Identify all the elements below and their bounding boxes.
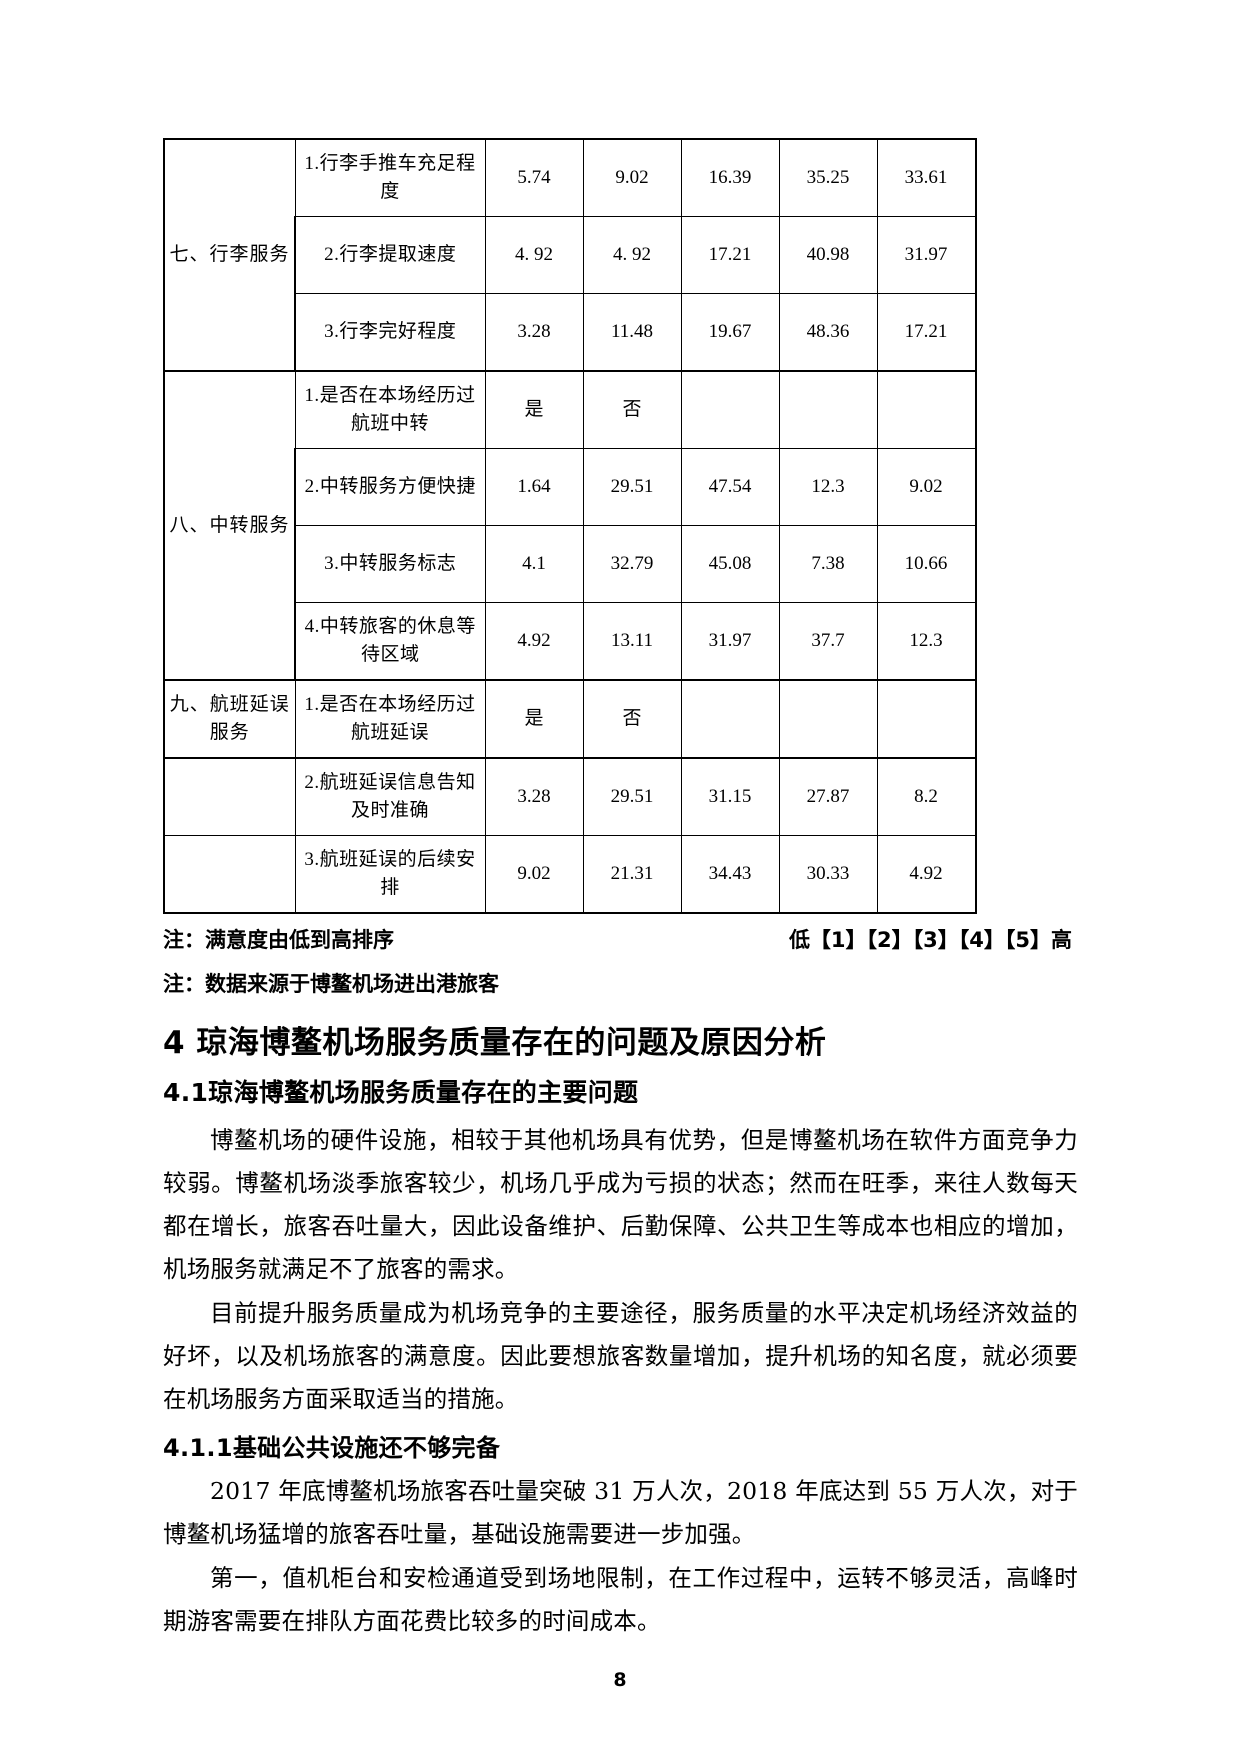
table-cell-item: 1.是否在本场经历过航班延误 xyxy=(294,679,486,759)
table-cell-value: 45.08 xyxy=(680,525,780,603)
heading-section-4-1-1: 4.1.1基础公共设施还不够完备 xyxy=(163,1433,501,1462)
table-cell-category-empty xyxy=(163,835,296,914)
table-cell-value: 35.25 xyxy=(778,138,878,217)
table-cell-value: 32.79 xyxy=(582,525,682,603)
table-cell-value: 29.51 xyxy=(582,757,682,836)
table-cell-item: 2.行李提取速度 xyxy=(294,216,486,294)
note-row-1: 注：满意度由低到高排序 低【1】【2】【3】【4】【5】高 xyxy=(163,924,1078,954)
table-cell-value xyxy=(876,679,977,759)
table-cell-category: 八、中转服务 xyxy=(163,370,296,681)
table-cell-item: 3.行李完好程度 xyxy=(294,293,486,372)
table-row: 3.中转服务标志 4.1 32.79 45.08 7.38 10.66 xyxy=(164,525,977,603)
heading-section-4: 4 琼海博鳌机场服务质量存在的问题及原因分析 xyxy=(163,1025,827,1061)
table-notes: 注：满意度由低到高排序 低【1】【2】【3】【4】【5】高 注：数据来源于博鳌机… xyxy=(163,924,1078,998)
table-cell-value: 34.43 xyxy=(680,835,780,914)
table-row: 2.中转服务方便快捷 1.64 29.51 47.54 12.3 9.02 xyxy=(164,448,977,526)
table-cell-value xyxy=(778,679,878,759)
table-cell-value: 7.38 xyxy=(778,525,878,603)
table-cell-value: 21.31 xyxy=(582,835,682,914)
table-cell-value: 9.02 xyxy=(876,448,977,526)
paragraph-2: 目前提升服务质量成为机场竞争的主要途径，服务质量的水平决定机场经济效益的好坏，以… xyxy=(163,1299,1078,1413)
table-cell-value: 33.61 xyxy=(876,138,977,217)
table-row: 3.行李完好程度 3.28 11.48 19.67 48.36 17.21 xyxy=(164,293,977,372)
table-cell-value: 否 xyxy=(582,370,682,449)
table-cell-value: 37.7 xyxy=(778,602,878,681)
table-cell-value: 4.92 xyxy=(484,602,584,681)
table-cell-value: 31.15 xyxy=(680,757,780,836)
satisfaction-survey-table: 七、行李服务 1.行李手推车充足程度 5.74 9.02 16.39 35.25… xyxy=(163,138,977,914)
table-cell-value: 4.1 xyxy=(484,525,584,603)
table-cell-value: 31.97 xyxy=(876,216,977,294)
table-cell-value: 3.28 xyxy=(484,757,584,836)
table-cell-category: 七、行李服务 xyxy=(163,138,296,372)
table-row: 2.行李提取速度 4. 92 4. 92 17.21 40.98 31.97 xyxy=(164,216,977,294)
table-cell-value: 17.21 xyxy=(680,216,780,294)
table-cell-value: 27.87 xyxy=(778,757,878,836)
table-cell-value: 40.98 xyxy=(778,216,878,294)
table-cell-item: 4.中转旅客的休息等待区域 xyxy=(294,602,486,681)
heading-section-4-1: 4.1琼海博鳌机场服务质量存在的主要问题 xyxy=(163,1077,639,1107)
table-row: 七、行李服务 1.行李手推车充足程度 5.74 9.02 16.39 35.25… xyxy=(163,138,977,372)
table-cell-value: 29.51 xyxy=(582,448,682,526)
table-cell-value: 9.02 xyxy=(582,138,682,217)
table-cell-value: 5.74 xyxy=(484,138,584,217)
paragraph-1: 博鳌机场的硬件设施，相较于其他机场具有优势，但是博鳌机场在软件方面竞争力较弱。博… xyxy=(163,1126,1078,1283)
table-cell-value: 4. 92 xyxy=(484,216,584,294)
table-row: 2.航班延误信息告知及时准确 3.28 29.51 31.15 27.87 8.… xyxy=(163,757,977,836)
paragraph-4: 第一，值机柜台和安检通道受到场地限制，在工作过程中，运转不够灵活，高峰时期游客需… xyxy=(163,1564,1078,1636)
table-cell-value: 是 xyxy=(484,370,584,449)
table-cell-value: 12.3 xyxy=(778,448,878,526)
table-row: 九、航班延误服务 1.是否在本场经历过航班延误 是 否 xyxy=(163,679,977,759)
table-cell-value: 48.36 xyxy=(778,293,878,372)
table-cell-value: 4. 92 xyxy=(582,216,682,294)
table-cell-value: 31.97 xyxy=(680,602,780,681)
table-cell-item: 2.中转服务方便快捷 xyxy=(294,448,486,526)
table-body: 七、行李服务 1.行李手推车充足程度 5.74 9.02 16.39 35.25… xyxy=(163,138,977,914)
page-content: 七、行李服务 1.行李手推车充足程度 5.74 9.02 16.39 35.25… xyxy=(163,138,1078,1645)
table-cell-item: 3.中转服务标志 xyxy=(294,525,486,603)
table-cell-value: 19.67 xyxy=(680,293,780,372)
table-cell-value: 11.48 xyxy=(582,293,682,372)
note-data-source: 注：数据来源于博鳌机场进出港旅客 xyxy=(163,972,499,996)
note-scale-legend: 低【1】【2】【3】【4】【5】高 xyxy=(788,928,1072,952)
table-cell-value xyxy=(680,679,780,759)
page-number: 8 xyxy=(613,1669,627,1691)
table-cell-value: 4.92 xyxy=(876,835,977,914)
table-cell-value: 否 xyxy=(582,679,682,759)
table-cell-value: 10.66 xyxy=(876,525,977,603)
table-cell-value xyxy=(778,370,878,449)
table-cell-item: 1.是否在本场经历过航班中转 xyxy=(294,370,486,449)
table-row: 八、中转服务 1.是否在本场经历过航班中转 是 否 xyxy=(163,370,977,681)
table-cell-category: 九、航班延误服务 xyxy=(163,679,296,759)
table-cell-value: 是 xyxy=(484,679,584,759)
table-cell-item: 2.航班延误信息告知及时准确 xyxy=(294,757,486,836)
table-row: 4.中转旅客的休息等待区域 4.92 13.11 31.97 37.7 12.3 xyxy=(164,602,977,681)
table-cell-value: 12.3 xyxy=(876,602,977,681)
table-cell-value: 17.21 xyxy=(876,293,977,372)
table-cell-item: 1.行李手推车充足程度 xyxy=(294,138,486,217)
table-cell-value: 13.11 xyxy=(582,602,682,681)
table-cell-value: 16.39 xyxy=(680,138,780,217)
table-row: 3.航班延误的后续安排 9.02 21.31 34.43 30.33 4.92 xyxy=(163,835,977,914)
table-cell-value: 8.2 xyxy=(876,757,977,836)
paragraph-3: 2017 年底博鳌机场旅客吞吐量突破 31 万人次，2018 年底达到 55 万… xyxy=(163,1476,1078,1548)
table-cell-value: 3.28 xyxy=(484,293,584,372)
table-cell-value: 9.02 xyxy=(484,835,584,914)
table-cell-value: 47.54 xyxy=(680,448,780,526)
note-sort-order: 注：满意度由低到高排序 xyxy=(163,928,394,952)
table-cell-value xyxy=(876,370,977,449)
table-cell-category-empty xyxy=(163,757,296,836)
table-cell-value: 1.64 xyxy=(484,448,584,526)
table-cell-value xyxy=(680,370,780,449)
table-cell-value: 30.33 xyxy=(778,835,878,914)
table-cell-item: 3.航班延误的后续安排 xyxy=(294,835,486,914)
